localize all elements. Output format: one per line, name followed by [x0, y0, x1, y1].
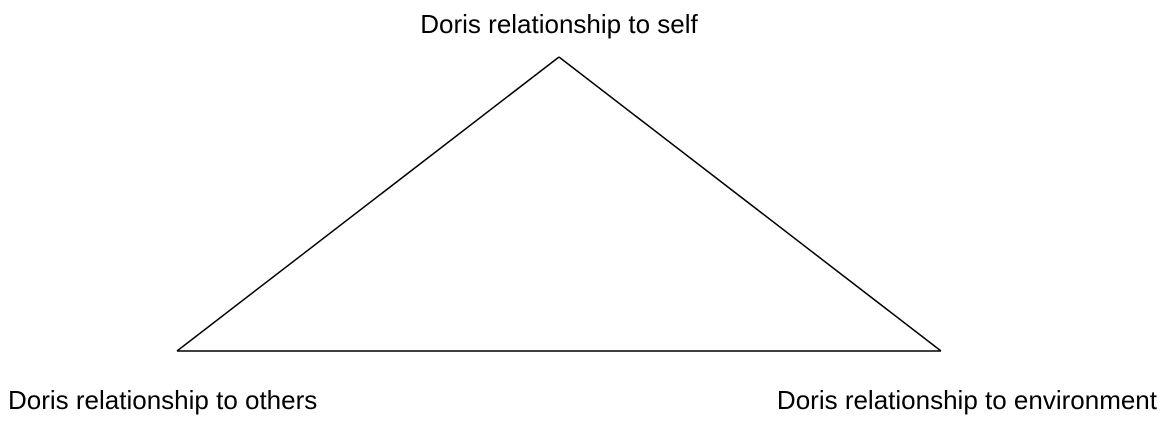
- node-label-self: Doris relationship to self: [420, 9, 698, 39]
- edge-top-to-right: [558, 56, 942, 352]
- node-label-others: Doris relationship to others: [8, 385, 318, 415]
- edge-top-to-left: [176, 56, 560, 352]
- node-label-environment: Doris relationship to environment: [776, 385, 1157, 415]
